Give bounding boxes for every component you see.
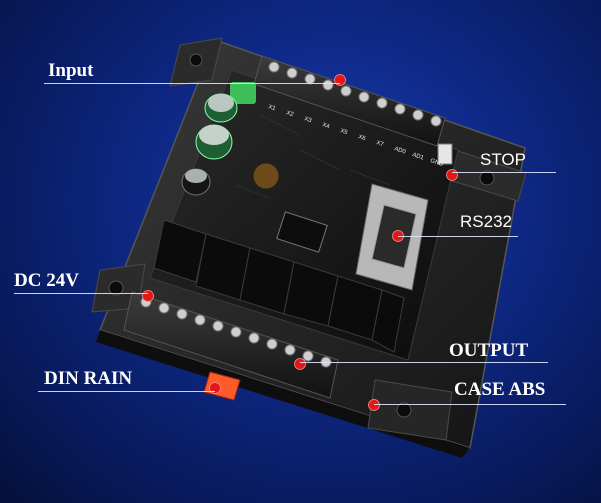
din-rain-callout-line <box>38 391 215 392</box>
dc24v-callout-line <box>14 293 148 294</box>
silkscreen-label: X5 <box>339 128 348 136</box>
silkscreen-label: X6 <box>357 134 366 142</box>
case-abs-label: CASE ABS <box>454 379 546 400</box>
din-rain-label: DIN RAIN <box>44 368 133 389</box>
silkscreen-label: AD0 <box>393 146 407 156</box>
silkscreen-label: X2 <box>285 110 294 118</box>
silkscreen-label: AD1 <box>411 152 425 162</box>
silkscreen-label: GND <box>429 158 444 168</box>
silkscreen-label: X7 <box>375 140 384 148</box>
output-terminal-block <box>123 291 339 399</box>
callout-markers <box>142 74 458 411</box>
input-terminal-block <box>253 55 446 147</box>
silkscreen-label: X1 <box>267 104 276 112</box>
stop-callout-line <box>452 172 556 173</box>
stop-label: STOP <box>480 150 526 169</box>
dc24v-label: DC 24V <box>14 270 79 291</box>
case-abs-callout-line <box>374 404 566 405</box>
silkscreen-label: X3 <box>303 116 312 124</box>
capacitors <box>181 82 280 196</box>
rs232-callout-line <box>398 236 518 237</box>
output-callout-line <box>300 362 548 363</box>
mcu-chip <box>276 211 328 253</box>
silkscreen-label: X4 <box>321 122 330 130</box>
input-label: Input <box>48 60 94 81</box>
rs232-label: RS232 <box>460 212 512 231</box>
input-callout-line <box>44 83 340 84</box>
stop-switch <box>437 143 453 165</box>
relays <box>153 219 405 353</box>
output-label: OUTPUT <box>449 340 529 361</box>
